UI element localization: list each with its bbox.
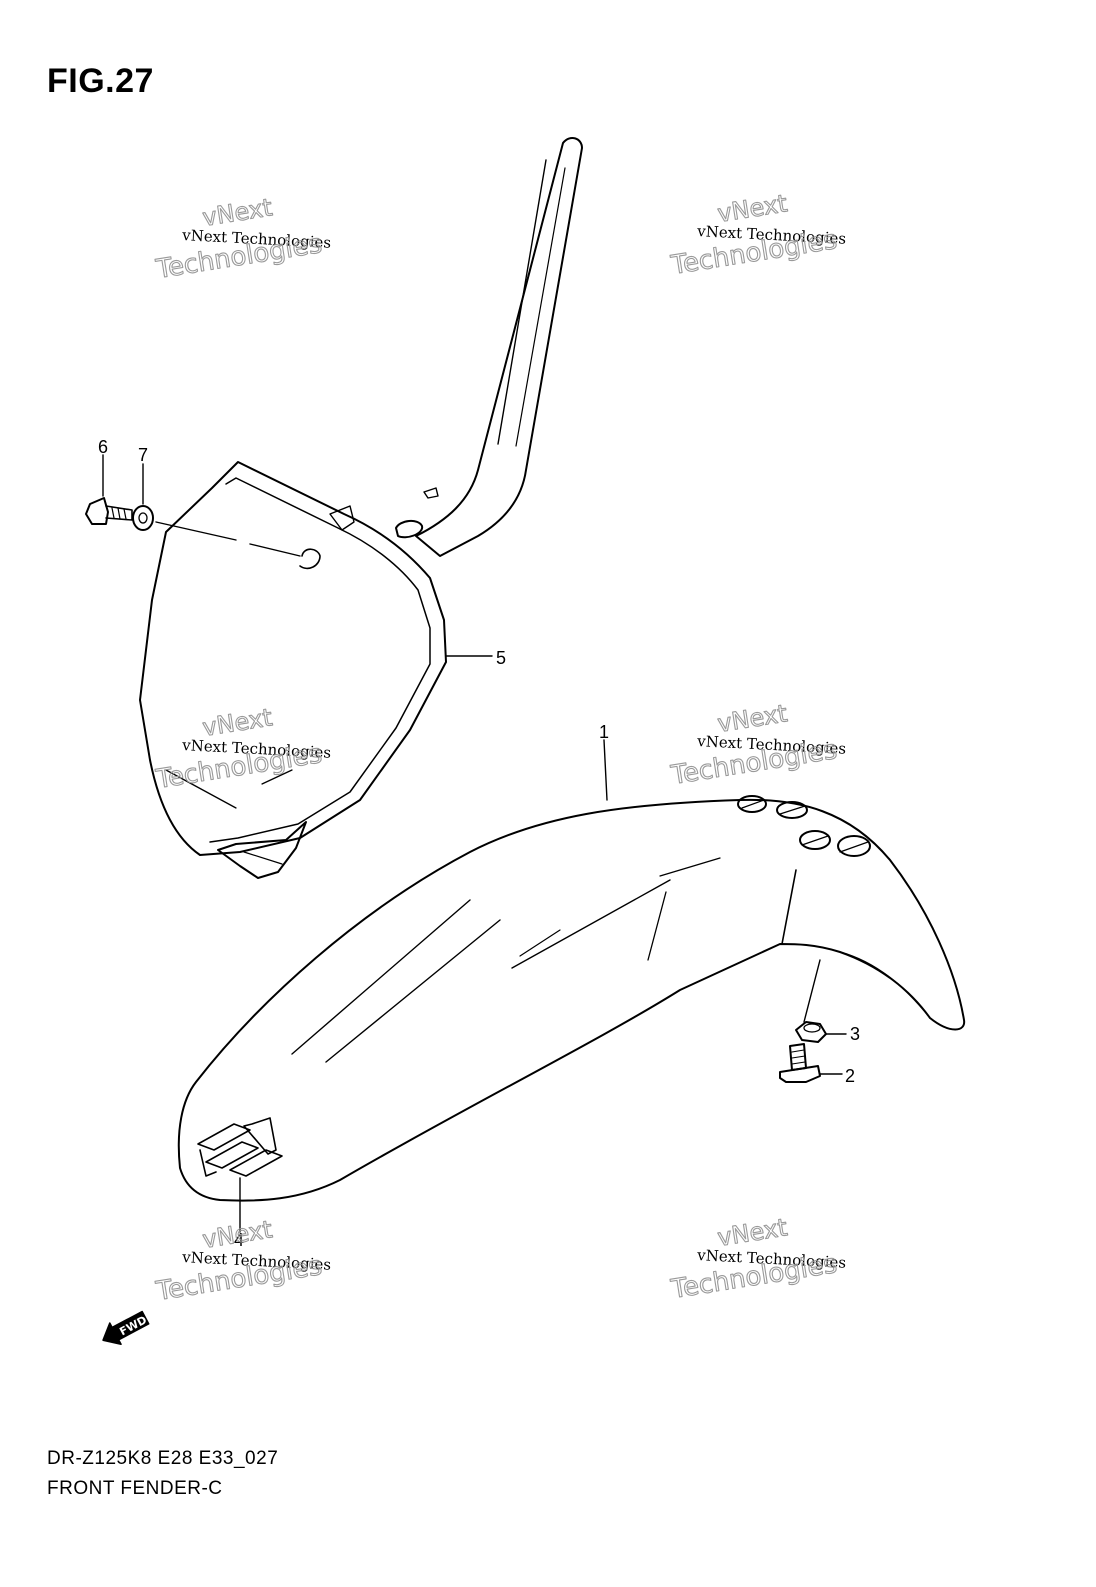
callout-2: 2 xyxy=(845,1066,855,1086)
figure-title: FIG.27 xyxy=(47,62,154,100)
watermark-bottom-right: vNext vNext Technologies Technologies xyxy=(668,1213,847,1306)
svg-text:vNext: vNext xyxy=(716,1213,790,1252)
callout-3: 3 xyxy=(850,1024,860,1044)
model-code: DR-Z125K8 E28 E33_027 xyxy=(47,1448,279,1469)
fender-nut-and-bolt xyxy=(779,959,847,1083)
svg-text:vNext: vNext xyxy=(716,189,790,228)
callout-6: 6 xyxy=(98,437,108,457)
watermark-top-left: vNext vNext Technologies Technologies xyxy=(153,193,332,286)
svg-text:vNext: vNext xyxy=(201,703,275,742)
watermark-mid-right: vNext vNext Technologies Technologies xyxy=(668,699,847,792)
svg-text:vNext: vNext xyxy=(201,193,275,232)
callout-7: 7 xyxy=(138,445,148,465)
callout-4: 4 xyxy=(234,1230,244,1250)
front-fender-part xyxy=(177,795,966,1202)
svg-text:vNext: vNext xyxy=(716,699,790,738)
callout-5: 5 xyxy=(496,648,506,668)
leader-1 xyxy=(603,739,608,801)
plate-bolt-and-collar xyxy=(85,454,301,557)
number-plate-part xyxy=(139,136,583,879)
section-name: FRONT FENDER-C xyxy=(47,1478,223,1499)
fwd-arrow-icon: FWD xyxy=(102,1310,150,1345)
fender-emblem-decal xyxy=(197,1117,283,1177)
watermark-top-right: vNext vNext Technologies Technologies xyxy=(668,189,847,282)
callout-1: 1 xyxy=(599,722,609,742)
svg-text:vNext: vNext xyxy=(201,1215,275,1254)
watermark-mid-left: vNext vNext Technologies Technologies xyxy=(153,703,332,796)
watermark-bottom-left: vNext vNext Technologies Technologies xyxy=(153,1215,332,1308)
